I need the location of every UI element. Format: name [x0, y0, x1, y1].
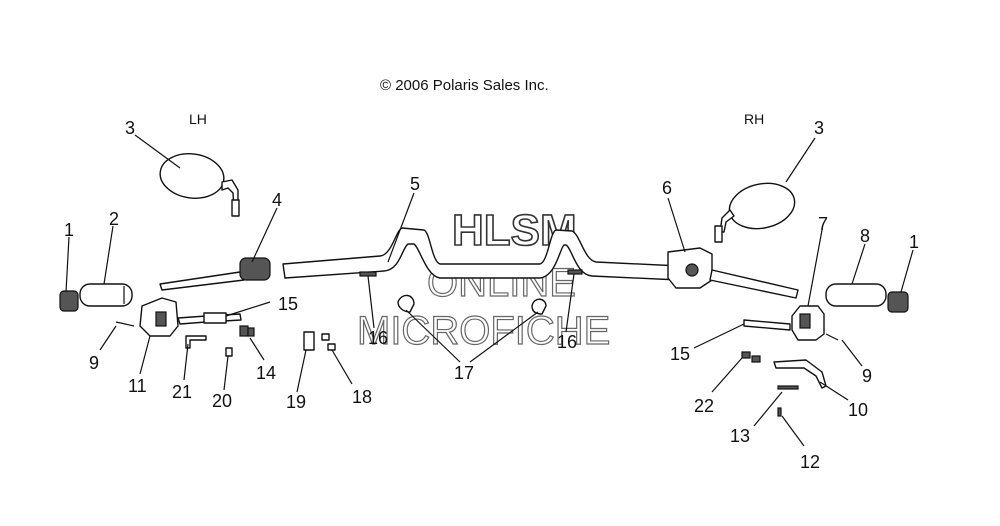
leader-13: [753, 391, 783, 427]
callout-14: 14: [256, 363, 276, 383]
part-10: [773, 359, 827, 389]
left-lever-part: [159, 271, 245, 291]
part-22b: [751, 355, 761, 363]
callout-21: 21: [172, 382, 192, 402]
part-14: [239, 325, 249, 337]
part-21: [185, 335, 207, 349]
left-mirror-part: [159, 153, 225, 199]
callout-19: 19: [286, 392, 306, 412]
right-brake-lever-part: [709, 269, 799, 299]
part-13: [777, 385, 799, 390]
part-18b: [327, 343, 336, 351]
part-22a: [741, 351, 751, 359]
leader-7: [807, 229, 823, 307]
callout-17: 17: [454, 363, 474, 383]
part-17-right: [531, 298, 547, 315]
left-switch-button: [155, 311, 167, 327]
callout-16-right: 16: [557, 332, 577, 352]
right-grip-part: [825, 283, 887, 307]
callout-22: 22: [694, 396, 714, 416]
callout-6: 6: [662, 178, 672, 198]
callout-4: 4: [272, 190, 282, 210]
callout-3-left: 3: [125, 118, 135, 138]
part-19: [303, 331, 315, 351]
leader-2: [103, 225, 114, 285]
callout-3-right: 3: [814, 118, 824, 138]
leader-5: [387, 192, 415, 263]
leader-18: [331, 349, 353, 385]
leader-14: [249, 337, 265, 361]
leader-17a: [405, 309, 461, 363]
callout-10: 10: [848, 400, 868, 420]
leader-11: [139, 335, 151, 375]
leader-9-right: [841, 339, 863, 367]
leader-19: [296, 349, 307, 393]
leader-15-left: [225, 301, 271, 317]
left-grip-part: [79, 283, 133, 307]
left-bar-end-part: [59, 290, 79, 312]
leader-12: [781, 415, 805, 447]
right-harness-part: [743, 319, 791, 331]
right-master-cylinder-fitting: [685, 263, 699, 277]
right-mirror-part: [728, 182, 796, 230]
callout-9-right: 9: [862, 366, 872, 386]
left-mirror-mount: [231, 199, 240, 217]
callout-15-left: 15: [278, 294, 298, 314]
callout-12: 12: [800, 452, 820, 472]
copyright-text: © 2006 Polaris Sales Inc.: [380, 77, 549, 94]
leader-1-right: [900, 249, 914, 293]
lh-label: LH: [189, 111, 207, 127]
leader-3-right: [785, 137, 816, 183]
callout-20: 20: [212, 391, 232, 411]
right-screw-part: [825, 333, 839, 341]
callout-13: 13: [730, 426, 750, 446]
part-18a: [321, 333, 330, 341]
leader-8: [851, 243, 866, 285]
callout-7: 7: [818, 214, 828, 234]
right-switch-button: [799, 313, 811, 329]
callout-5: 5: [410, 174, 420, 194]
part-14b: [247, 327, 255, 337]
leader-10: [819, 381, 849, 401]
callout-15-right: 15: [670, 344, 690, 364]
callout-1-right: 1: [909, 232, 919, 252]
right-mirror-mount: [714, 225, 723, 243]
callout-8: 8: [860, 226, 870, 246]
left-harness-sleeve: [203, 312, 227, 324]
callout-11: 11: [128, 376, 147, 396]
part-17-left: [397, 294, 415, 313]
leader-3-left: [134, 134, 181, 169]
callout-9-left: 9: [89, 353, 99, 373]
leader-20: [223, 355, 229, 391]
part-12: [777, 407, 782, 417]
right-bar-end-part: [887, 291, 909, 313]
callout-1-left: 1: [64, 220, 74, 240]
part-16-right: [567, 269, 583, 275]
leader-6: [667, 197, 686, 253]
leader-22: [711, 357, 743, 393]
leader-9-left: [99, 325, 117, 351]
callout-16-left: 16: [368, 328, 388, 348]
part-16-left: [359, 271, 377, 277]
leader-17b: [469, 311, 539, 363]
leader-4: [251, 207, 278, 263]
left-lever-perch: [239, 257, 271, 281]
leader-21: [183, 343, 189, 381]
leader-16-right: [565, 273, 575, 333]
rh-label: RH: [744, 111, 764, 127]
leader-15-right: [693, 323, 745, 349]
leader-1-left: [65, 236, 70, 293]
callout-18: 18: [352, 387, 372, 407]
right-mirror-stem: [719, 209, 735, 233]
leader-16-left: [367, 275, 375, 329]
left-screw-part: [115, 321, 135, 327]
callout-2: 2: [109, 209, 119, 229]
part-20: [225, 347, 233, 357]
